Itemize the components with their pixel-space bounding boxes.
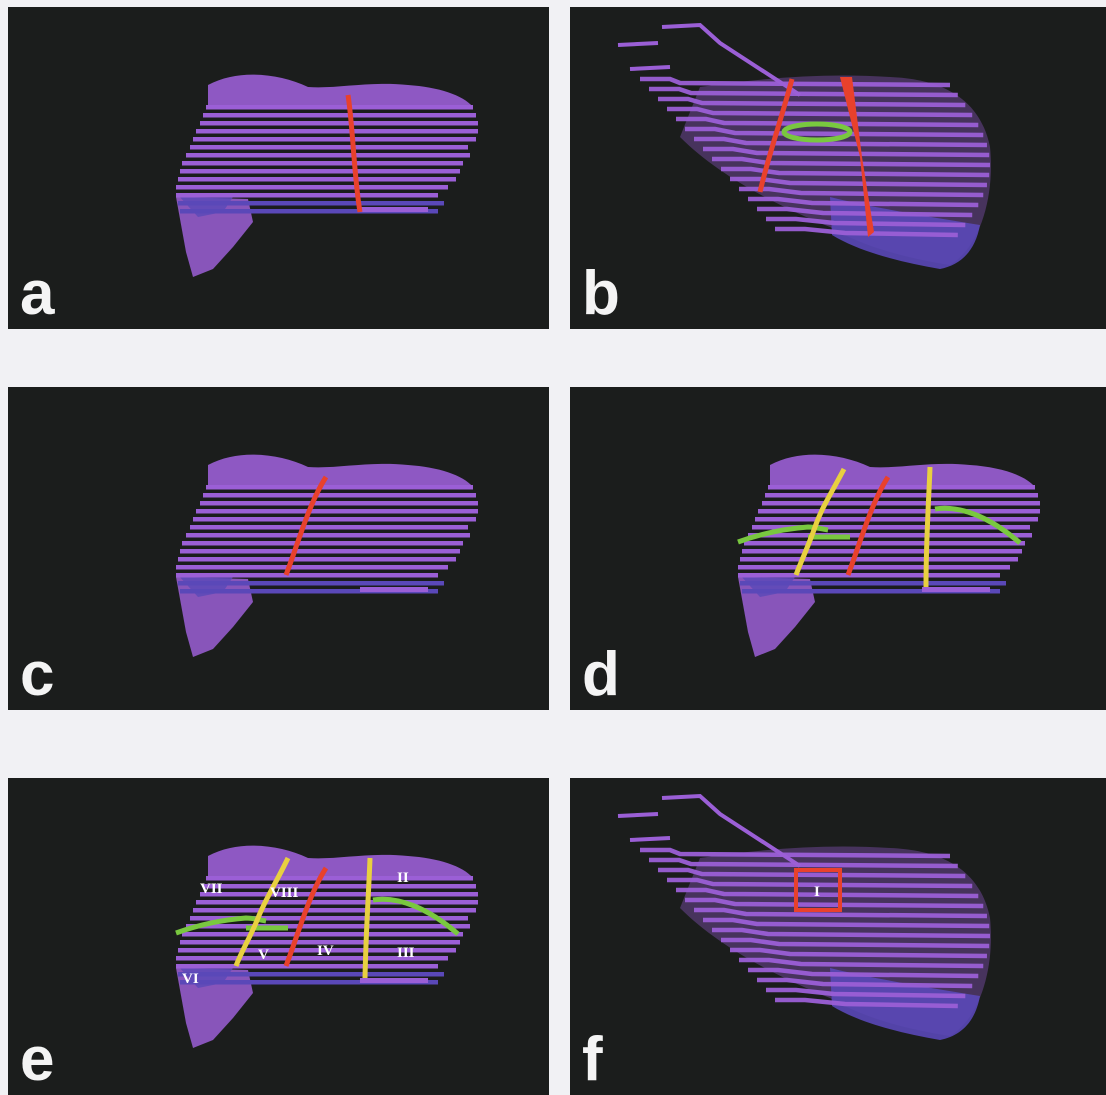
panel-label: c xyxy=(20,644,54,706)
liver-slices xyxy=(176,455,478,657)
segment-label-iii: III xyxy=(397,945,415,961)
panel-d: d xyxy=(570,387,1106,710)
liver-render-superior: I xyxy=(570,778,1106,1095)
liver-render-anterior: VII VIII II V IV III VI xyxy=(8,778,549,1095)
liver-slices xyxy=(176,75,478,277)
segment-label-vi: VI xyxy=(182,971,199,987)
liver-render-superior xyxy=(570,7,1106,329)
panel-e: VII VIII II V IV III VI e xyxy=(8,778,549,1095)
liver-slices xyxy=(618,796,991,1040)
panel-f: I f xyxy=(570,778,1106,1095)
liver-render-anterior xyxy=(570,387,1106,710)
liver-slices xyxy=(738,455,1040,657)
segment-label-viii: VIII xyxy=(270,885,299,901)
segment-label-iv: IV xyxy=(317,943,334,959)
panel-label: a xyxy=(20,263,54,325)
panel-label: b xyxy=(582,263,620,325)
segment-label-v: V xyxy=(258,947,269,963)
panel-label: e xyxy=(20,1029,54,1091)
segment-label-vii: VII xyxy=(200,881,223,897)
panel-b: b xyxy=(570,7,1106,329)
panel-c: c xyxy=(8,387,549,710)
liver-render-anterior xyxy=(8,7,549,329)
panel-a: a xyxy=(8,7,549,329)
panel-label: d xyxy=(582,644,620,706)
segment-label-ii: II xyxy=(397,870,409,886)
liver-render-anterior xyxy=(8,387,549,710)
segment-label-i: I xyxy=(814,884,820,900)
liver-slices xyxy=(618,25,991,269)
panel-label: f xyxy=(582,1029,603,1091)
